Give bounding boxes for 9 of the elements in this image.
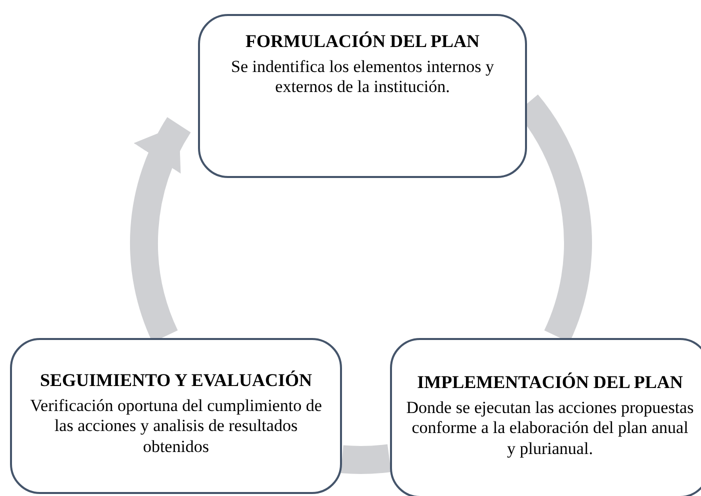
stage-title: IMPLEMENTACIÓN DEL PLAN — [417, 372, 683, 392]
stage-description: Verificación oportuna del cumplimiento de las acciones y analisis de resultados obtenidos — [29, 396, 323, 458]
stage-description: Donde se ejecutan las acciones propuestas conforme a la elaboración del plan anual y plurianual. — [406, 398, 694, 460]
stage-title: FORMULACIÓN DEL PLAN — [245, 32, 480, 51]
stage-description: Se indentifica los elementos internos y externos de la institución. — [230, 56, 495, 98]
stage-title: SEGUIMIENTO Y EVALUACIÓN — [40, 370, 312, 390]
stage-box — [10, 338, 342, 494]
stage-box — [390, 338, 701, 496]
stage-box — [198, 14, 527, 178]
